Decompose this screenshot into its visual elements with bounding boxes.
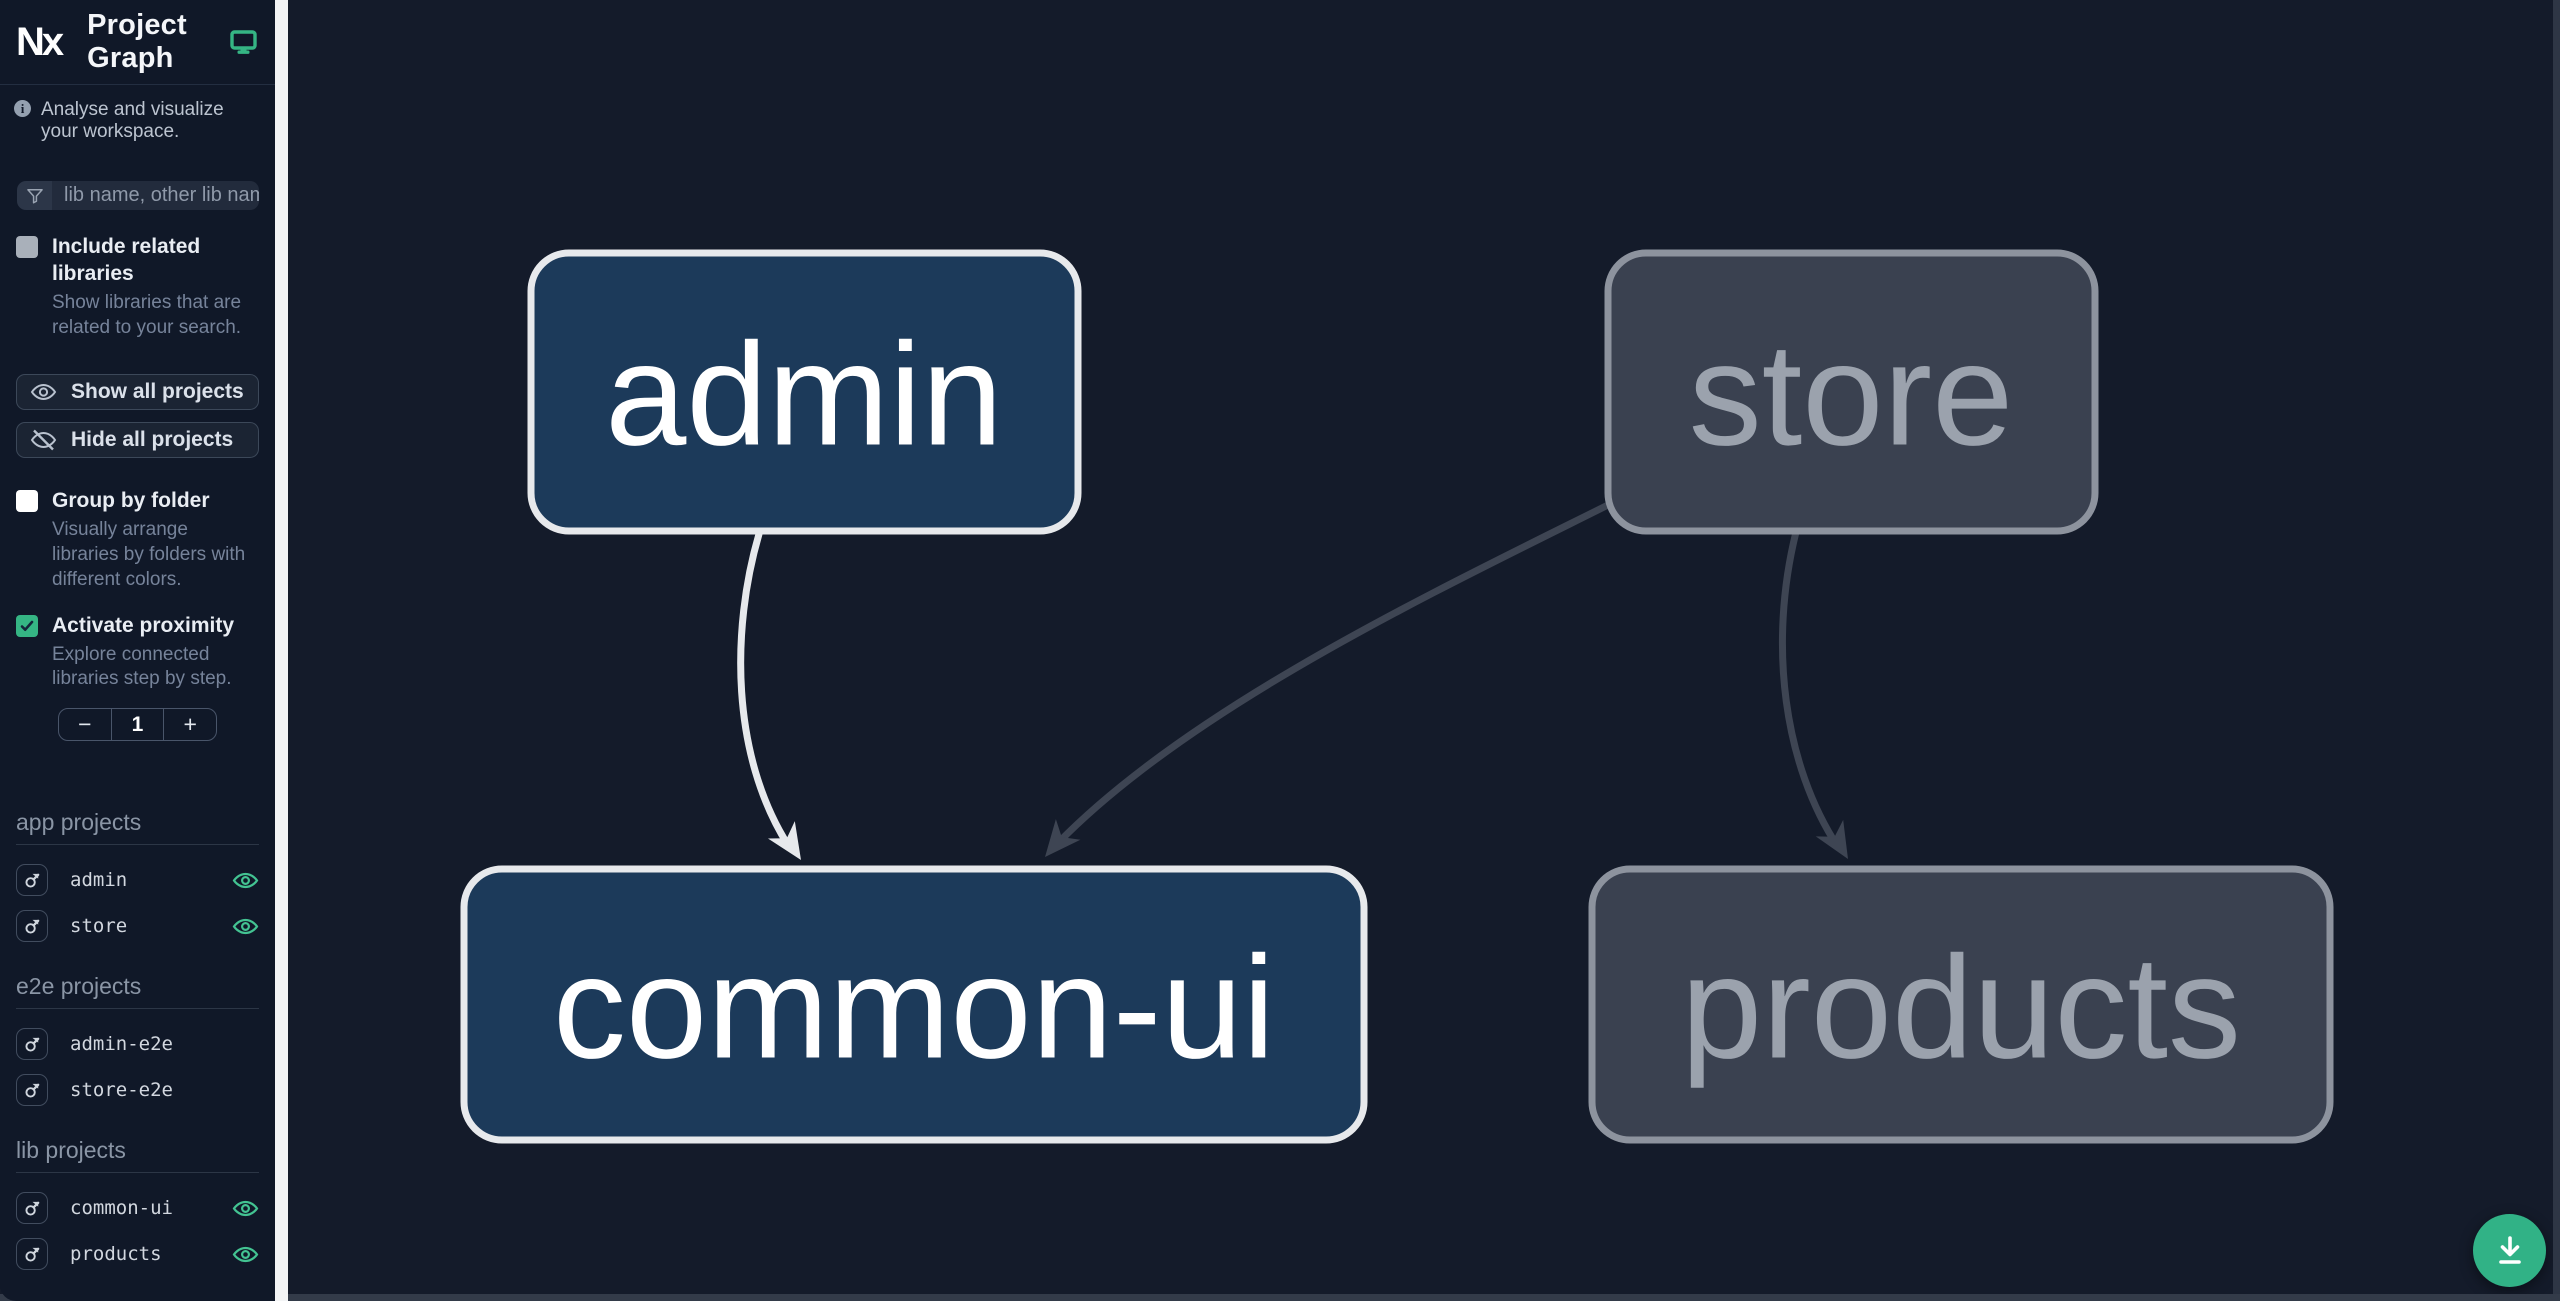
project-row-store: store (16, 903, 259, 949)
show-all-projects-label: Show all projects (71, 380, 244, 404)
focus-project-icon[interactable] (16, 864, 48, 897)
checkmark-icon (20, 620, 34, 631)
filter-funnel-icon (17, 181, 52, 211)
activate-proximity-checkbox-row: Activate proximity Explore connected lib… (16, 613, 259, 693)
project-name: products (70, 1243, 162, 1266)
activate-proximity-label[interactable]: Activate proximity (52, 613, 235, 637)
show-all-projects-button[interactable]: Show all projects (16, 374, 259, 411)
activate-proximity-checkbox[interactable] (16, 614, 38, 637)
project-name: store (70, 915, 128, 938)
proximity-increment-button[interactable]: + (163, 709, 216, 741)
project-search (17, 181, 259, 211)
horizontal-scrollbar[interactable] (0, 1294, 2560, 1301)
graph-canvas[interactable]: admin store common-ui products (288, 0, 2560, 1301)
download-graph-button[interactable] (2473, 1214, 2546, 1287)
project-name: admin (70, 869, 128, 892)
proximity-depth-value: 1 (110, 709, 164, 741)
svg-text:store: store (1689, 313, 2014, 476)
app-header: Nx Project Graph (0, 0, 275, 85)
svg-text:products: products (1681, 926, 2241, 1089)
include-related-label[interactable]: Include related libraries (52, 235, 201, 285)
group-by-folder-checkbox[interactable] (16, 490, 38, 513)
project-row-admin: admin (16, 857, 259, 903)
proximity-depth-stepper: − 1 + (58, 708, 217, 742)
hide-all-projects-button[interactable]: Hide all projects (16, 422, 259, 459)
section-title: lib projects (16, 1137, 259, 1174)
svg-text:common-ui: common-ui (553, 926, 1275, 1089)
info-icon: i (14, 100, 31, 117)
section-title: e2e projects (16, 973, 259, 1010)
page-title: Project Graph (87, 9, 187, 74)
search-input[interactable] (52, 181, 259, 211)
section-e2e-projects: e2e projects admin-e2e store-e2e (16, 973, 259, 1113)
graph-node-common-ui[interactable]: common-ui (460, 865, 1368, 1144)
project-row-common-ui: common-ui (16, 1185, 259, 1231)
monitor-icon[interactable] (228, 27, 259, 58)
project-row-store-e2e: store-e2e (16, 1067, 259, 1113)
project-lists: app projects admin store (0, 809, 275, 1301)
focus-project-icon[interactable] (16, 1028, 48, 1061)
eye-icon[interactable] (232, 916, 259, 937)
section-lib-projects: lib projects common-ui products (16, 1137, 259, 1277)
sidebar-resize-handle[interactable] (275, 0, 288, 1301)
activate-proximity-description: Explore connected libraries step by step… (52, 643, 232, 690)
download-icon (2498, 1235, 2521, 1264)
group-by-folder-checkbox-row: Group by folder Visually arrange librari… (16, 488, 259, 592)
eye-off-icon (30, 429, 57, 451)
hide-all-projects-label: Hide all projects (71, 428, 234, 452)
group-by-folder-label[interactable]: Group by folder (52, 489, 210, 513)
project-name: admin-e2e (70, 1033, 173, 1056)
vertical-scrollbar[interactable] (2553, 0, 2560, 1301)
focus-project-icon[interactable] (16, 1238, 48, 1271)
include-related-description: Show libraries that are related to your … (52, 291, 242, 338)
edge-store-to-common-ui (1045, 496, 1622, 857)
sidebar: Nx Project Graph i Analyse and visualize… (0, 0, 275, 1301)
edge-admin-to-common-ui (737, 530, 801, 860)
project-row-admin-e2e: admin-e2e (16, 1021, 259, 1067)
eye-icon[interactable] (232, 1244, 259, 1265)
focus-project-icon[interactable] (16, 1074, 48, 1107)
eye-icon[interactable] (232, 870, 259, 891)
focus-project-icon[interactable] (16, 910, 48, 943)
eye-icon (30, 384, 57, 401)
svg-text:admin: admin (605, 313, 1003, 476)
focus-project-icon[interactable] (16, 1192, 48, 1225)
project-row-products: products (16, 1231, 259, 1277)
workspace-hint: i Analyse and visualize your workspace. (0, 85, 275, 143)
section-app-projects: app projects admin store (16, 809, 259, 949)
include-related-checkbox-row: Include related libraries Show libraries… (16, 234, 259, 340)
include-related-checkbox[interactable] (16, 236, 38, 259)
eye-icon[interactable] (232, 1198, 259, 1219)
workspace-hint-text: Analyse and visualize your workspace. (41, 99, 224, 142)
proximity-decrement-button[interactable]: − (78, 711, 92, 738)
nx-logo: Nx (16, 20, 64, 64)
group-by-folder-description: Visually arrange libraries by folders wi… (52, 519, 246, 590)
graph-node-admin[interactable]: admin (527, 249, 1082, 535)
graph-node-store[interactable]: store (1604, 249, 2099, 535)
edge-store-to-products (1778, 528, 1848, 859)
project-name: common-ui (70, 1197, 173, 1220)
graph-node-products[interactable]: products (1588, 865, 2334, 1144)
project-name: store-e2e (70, 1079, 173, 1102)
section-title: app projects (16, 809, 259, 846)
